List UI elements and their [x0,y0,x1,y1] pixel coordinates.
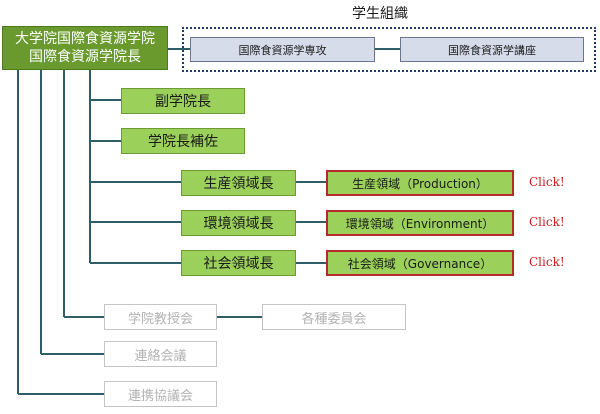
cooperation-council-box: 連携協議会 [104,381,217,407]
environment-domain-box[interactable]: 環境領域（Environment） [326,210,514,236]
student-org-course-box: 国際食資源学講座 [400,37,584,62]
production-click-link[interactable]: Click! [529,175,565,189]
faculty-council-box: 学院教授会 [104,304,217,330]
liaison-council-box: 連絡会議 [104,341,217,367]
dean-assistant-box: 学院長補佐 [121,128,245,154]
environment-click-link[interactable]: Click! [529,215,565,229]
governance-head-box: 社会領域長 [181,250,296,276]
environment-head-box: 環境領域長 [181,210,296,236]
student-org-frame [182,27,596,72]
governance-domain-box[interactable]: 社会領域（Governance） [326,250,514,276]
committees-box: 各種委員会 [262,304,406,330]
production-domain-box[interactable]: 生産領域（Production） [326,170,514,196]
production-head-box: 生産領域長 [181,170,296,196]
dean-root-box: 大学院国際食資源学院 国際食資源学院長 [2,26,168,70]
vice-dean-box: 副学院長 [121,88,245,114]
root-title-line2: 国際食資源学院長 [29,49,141,65]
root-title-line1: 大学院国際食資源学院 [15,31,155,47]
student-org-label: 学生組織 [352,6,408,22]
governance-click-link[interactable]: Click! [529,255,565,269]
student-org-major-box: 国際食資源学専攻 [190,37,375,62]
